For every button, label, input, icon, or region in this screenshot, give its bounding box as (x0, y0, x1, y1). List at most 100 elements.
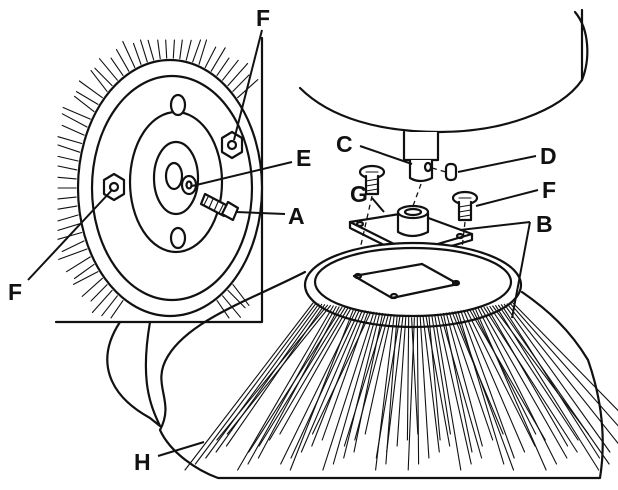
bristle-stroke (268, 307, 349, 441)
bristle-stroke (73, 263, 95, 280)
bristle-stroke (75, 91, 99, 105)
bristle-stroke (90, 284, 108, 302)
bristle-stroke (460, 310, 515, 459)
main-bristles (184, 302, 618, 471)
bristle-stroke (396, 316, 407, 447)
bristle-stroke (216, 57, 230, 76)
bristle-stroke (192, 39, 202, 63)
bristle-stroke (210, 47, 226, 72)
bristle-stroke (57, 223, 81, 231)
bristle-stroke (448, 312, 494, 441)
brush-disk (303, 241, 523, 329)
bristle-stroke (57, 136, 83, 145)
bristle-stroke (61, 113, 88, 128)
bristle-stroke (466, 309, 536, 447)
bristle-stroke (434, 314, 462, 471)
leader-h (157, 441, 205, 457)
bristle-stroke (454, 311, 515, 471)
leader-e (191, 161, 293, 187)
inset-callout-pointer (106, 320, 162, 428)
bristle-stroke (474, 308, 547, 471)
bristle-stroke (300, 309, 363, 453)
hub-center-boss (152, 140, 200, 216)
leader-f-top (233, 29, 263, 141)
bristle-stroke (215, 303, 323, 453)
bristle-stroke (248, 306, 343, 453)
bristle-stroke (279, 308, 352, 435)
bristle-stroke (61, 240, 85, 253)
leader-lines (27, 29, 539, 457)
bristle-stroke (72, 271, 99, 285)
bristle-stroke (58, 248, 88, 260)
bristle-stroke (480, 307, 568, 459)
stud-lower (169, 226, 187, 250)
bristle-stroke (78, 80, 103, 99)
bristle-stroke (61, 124, 85, 136)
bristle-stroke (122, 40, 136, 69)
label-f-left: F (8, 279, 22, 305)
label-e: E (296, 145, 311, 171)
bristle-stroke (407, 317, 415, 471)
bristle-stroke (57, 214, 79, 222)
bristle-stroke (354, 313, 389, 441)
bristle-stroke (165, 39, 168, 59)
shaft-align-line (412, 183, 422, 207)
washer-hole (185, 180, 193, 190)
bristle-stroke (280, 308, 358, 465)
leader-c (359, 145, 413, 165)
hub-mid-ring (90, 74, 254, 302)
bristle-stroke (492, 305, 589, 435)
screw-right (451, 190, 479, 222)
leader-f-left (27, 189, 113, 281)
bristle-stroke (471, 308, 537, 435)
label-a: A (288, 203, 305, 229)
bristle-stroke (442, 312, 473, 453)
bristle-stroke (495, 305, 600, 471)
bristle-stroke (406, 316, 410, 441)
screw-left (358, 164, 386, 196)
bristle-stroke (65, 256, 91, 273)
bristle-stroke (422, 315, 440, 453)
bristle-stroke (227, 289, 246, 309)
bristle-stroke (57, 155, 79, 162)
bristle-stroke (509, 302, 618, 427)
bristle-stroke (57, 144, 81, 153)
bristle-stroke (132, 42, 142, 65)
bristle-stroke (172, 39, 175, 59)
bristle-stroke (411, 317, 419, 435)
bristle-stroke (57, 176, 77, 180)
bristle-stroke (57, 165, 78, 171)
bristle-stroke (73, 95, 95, 113)
bristle-stroke (468, 308, 546, 441)
motor-housing-edge (573, 10, 589, 82)
bristle-stroke (353, 312, 384, 453)
bristle-stroke (179, 39, 183, 60)
bristle-stroke (222, 59, 239, 81)
label-h: H (134, 449, 151, 475)
bristle-stroke (477, 307, 558, 465)
hub-center-hole (164, 161, 184, 191)
bristle-stroke (216, 304, 329, 441)
bristle-stroke (457, 310, 505, 465)
leader-a (235, 211, 286, 215)
leader-d (457, 155, 537, 173)
stud-upper (169, 93, 187, 117)
bristle-stroke (57, 196, 77, 200)
label-b: B (536, 211, 553, 237)
label-f-right: F (542, 177, 556, 203)
hub-plate (348, 204, 474, 268)
bristle-stroke (101, 295, 118, 317)
bristle-stroke (110, 300, 124, 319)
bristle-stroke (489, 305, 579, 441)
bristle-stroke (486, 306, 569, 447)
bristle-stroke (343, 313, 387, 447)
bristle-stroke (503, 303, 611, 453)
bristle-stroke (62, 106, 91, 120)
bristle-stroke (386, 315, 404, 453)
bristle-stroke (205, 303, 320, 459)
bristle-stroke (364, 314, 392, 435)
label-g: G (350, 181, 368, 207)
bristle-stroke (437, 313, 472, 465)
bristle-stroke (232, 74, 250, 92)
